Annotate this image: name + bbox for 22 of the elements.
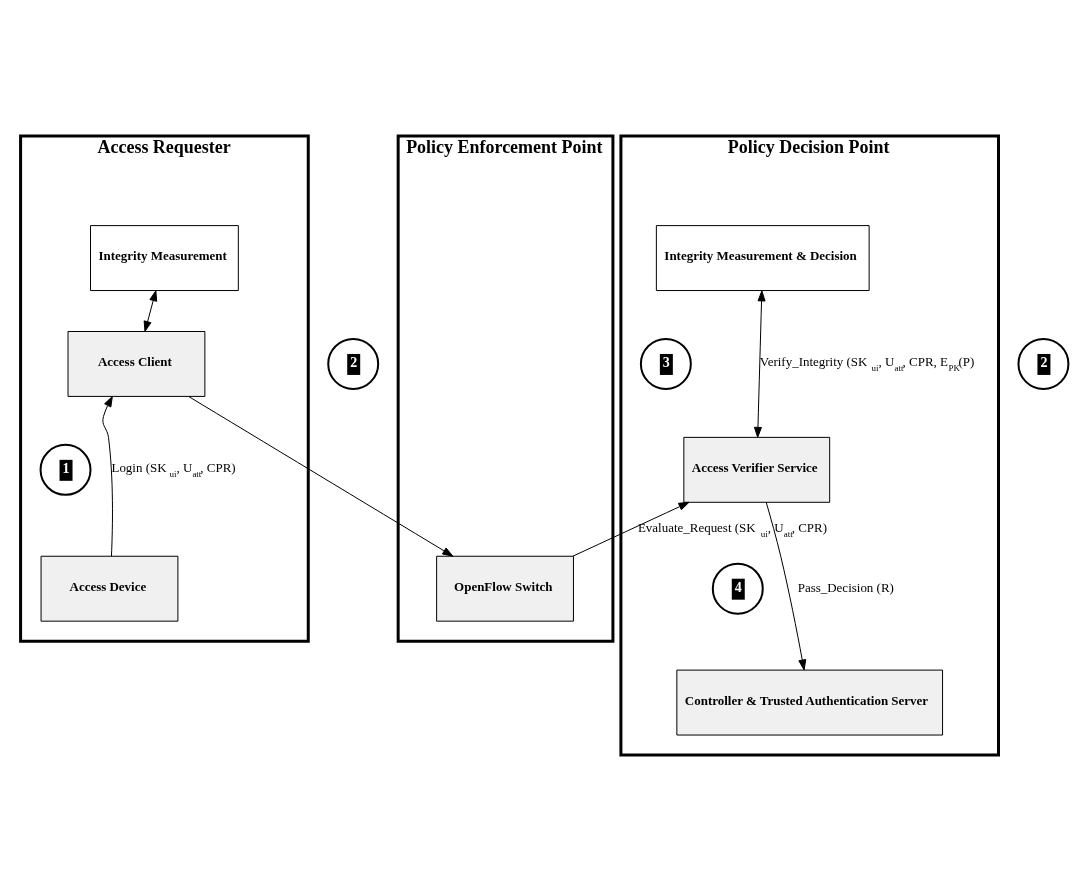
node-circle: 3 — [639, 337, 692, 390]
arrow — [102, 395, 113, 557]
arrow — [753, 289, 766, 438]
node-box: OpenFlow Switch — [436, 555, 574, 622]
node-circle: 2 — [327, 337, 380, 390]
edge-label: Verify_Integrity (SK$_{ui}$, U$_{att}$, CPR, E$_{PK}$(P) — [759, 353, 975, 373]
node-box: Access Device — [40, 555, 179, 622]
node-circle: 4 — [711, 562, 764, 615]
node-box: Integrity Measurement & Decision — [655, 224, 870, 291]
node-box: Controller & Trusted Authentication Server — [676, 669, 944, 736]
node-circle: 1 — [39, 443, 92, 496]
arrow — [765, 501, 807, 670]
node-circle: 2 — [1017, 337, 1070, 390]
edge-label: Login (SK$_{ui}$, U$_{att}$, CPR) — [111, 459, 236, 479]
edge-label: Pass_Decision (R) — [797, 579, 894, 595]
arrow — [188, 395, 454, 557]
edge-label: Evaluate_Request (SK$_{ui}$, U$_{att}$, CPR) — [637, 519, 828, 539]
node-box: Access Verifier Service — [683, 436, 831, 503]
node-box: Access Client — [67, 330, 206, 397]
node-box: Integrity Measurement — [90, 224, 239, 291]
arrow — [572, 501, 690, 557]
arrow — [143, 289, 158, 332]
